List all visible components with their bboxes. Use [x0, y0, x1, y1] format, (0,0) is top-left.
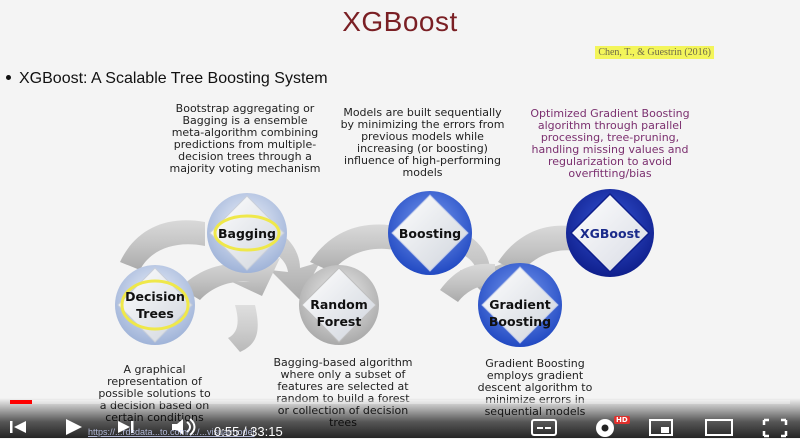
description-line: algorithm through parallel [537, 119, 683, 132]
node-label-boosting: Boosting [380, 225, 480, 242]
description-line: A graphical [123, 363, 186, 376]
node-label-line: Trees [136, 306, 174, 321]
description-line: previous models while [361, 130, 484, 143]
settings-icon[interactable] [596, 419, 614, 437]
time-display: 0:55 / 33:15 [214, 424, 283, 439]
node-bagging [207, 193, 287, 273]
fullscreen-icon[interactable] [762, 418, 788, 438]
node-label-line: Boosting [398, 226, 462, 241]
bullet-point: XGBoost: A Scalable Tree Boosting System [6, 70, 328, 88]
description-line: increasing (or boosting) [357, 142, 488, 155]
description-line: descent algorithm to [477, 381, 593, 394]
description-line: handling missing values and [531, 143, 689, 156]
progress-bar[interactable] [10, 400, 790, 404]
overlay-url-text[interactable]: https://...rdsdata...to.com/.../...visua… [88, 427, 255, 437]
description-line: regularization to avoid [547, 155, 673, 168]
node-random-forest [299, 265, 379, 345]
next-icon[interactable] [118, 421, 134, 433]
node-xgboost [566, 189, 654, 277]
description-line: where only a subset of [280, 368, 406, 381]
description-line: majority voting mechanism [169, 162, 321, 175]
description-line: Models are built sequentially [343, 106, 502, 119]
subtitles-icon[interactable] [531, 419, 557, 436]
citation: Chen, T., & Guestrin (2016) [595, 46, 714, 59]
description-line: predictions from multiple- [173, 138, 317, 151]
node-decision-trees [115, 265, 195, 345]
play-icon[interactable] [66, 419, 82, 435]
node-gradient-boosting [478, 263, 562, 347]
node-label-line: XGBoost [579, 226, 641, 241]
description-line: by minimizing the errors from [340, 118, 505, 131]
description-line: Optimized Gradient Boosting [530, 107, 690, 120]
arrow-5 [498, 225, 582, 274]
node-label-line: Decision [125, 289, 185, 304]
node-label-line: Bagging [218, 226, 276, 241]
description-line: employs gradient [486, 369, 584, 382]
description-line: decision trees through a [178, 150, 312, 163]
description-line: Bagging is a ensemble [182, 114, 308, 127]
slide-title: XGBoost [342, 6, 458, 37]
node-label-line: Boosting [488, 314, 552, 329]
node-label-line: Random [310, 297, 368, 312]
bullet-text: XGBoost: A Scalable Tree Boosting System [19, 70, 328, 87]
player-controls-row [10, 418, 788, 438]
description-line: influence of high-performing [344, 154, 501, 167]
arrow-8 [440, 263, 495, 302]
description-line: overfitting/bias [568, 167, 652, 180]
description-line: Bagging-based algorithm [273, 356, 413, 369]
bullet-dot-icon [6, 74, 11, 80]
description-line: representation of [107, 375, 202, 388]
hd-badge: HD [614, 416, 630, 424]
description-line: features are selected at [277, 380, 409, 393]
description-line: Bootstrap aggregating or [175, 102, 315, 115]
node-boosting [388, 191, 472, 275]
node-label-line: Gradient [489, 297, 551, 312]
node-label-xgboost: XGBoost [560, 225, 660, 242]
arrow-6 [228, 305, 258, 352]
theater-icon[interactable] [705, 419, 733, 436]
node-label-line: Forest [316, 314, 362, 329]
volume-icon[interactable] [172, 418, 196, 436]
node-label-bagging: Bagging [197, 225, 297, 242]
progress-fill [10, 400, 32, 404]
miniplayer-icon[interactable] [649, 419, 673, 436]
arrow-1 [120, 220, 205, 270]
description-line: possible solutions to [98, 387, 211, 400]
description-line: meta-algorithm combining [171, 126, 319, 139]
arrow-3 [310, 224, 395, 272]
description-line: processing, tree-pruning, [540, 131, 680, 144]
description-line: models [402, 166, 443, 179]
previous-icon[interactable] [10, 421, 26, 433]
description-line: Gradient Boosting [485, 357, 585, 370]
